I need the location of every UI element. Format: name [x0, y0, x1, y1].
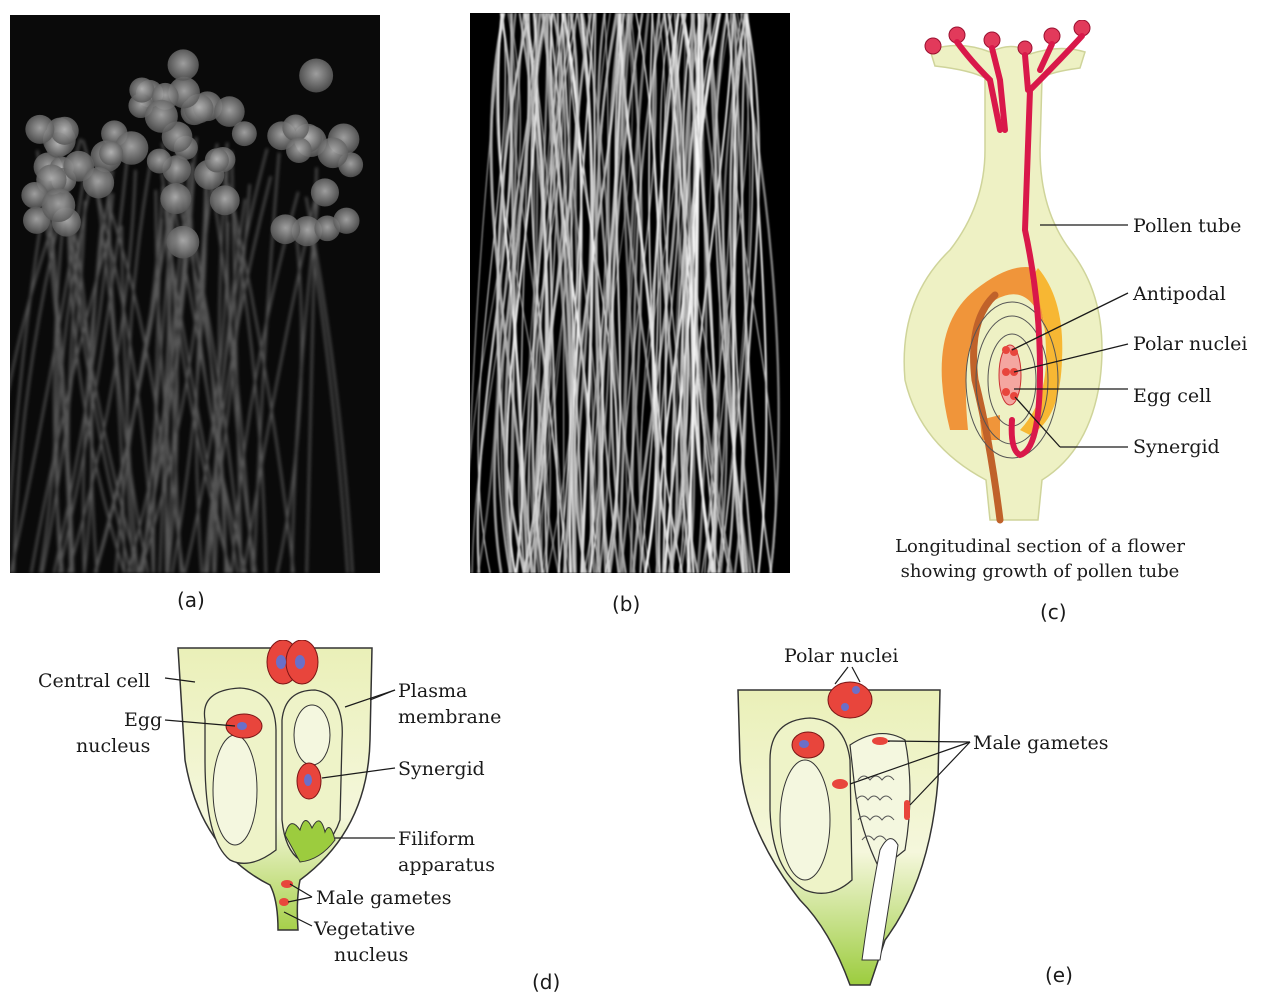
panel-label-e: (e) [1045, 963, 1073, 987]
panel-label-b: (b) [612, 592, 640, 616]
pollen-grain [51, 117, 79, 145]
pollen-grain [317, 137, 348, 168]
label-polar-nuclei-c: Polar nuclei [1133, 333, 1248, 355]
diagram-d: Central cell Egg nucleus Plasma membrane… [30, 640, 520, 970]
label-plasma-2: membrane [398, 706, 501, 728]
pollen-grain [311, 178, 339, 206]
micrograph-a [10, 15, 380, 573]
pollen-grain [160, 183, 191, 214]
pollen-grain [129, 77, 154, 102]
pollen-grain [210, 185, 240, 215]
label-vegetative-2: nucleus [334, 944, 408, 966]
label-filiform-2: apparatus [398, 854, 495, 876]
label-male-gametes-e: Male gametes [973, 732, 1109, 754]
pollen-grain [145, 100, 178, 133]
caption-c-line2: showing growth of pollen tube [901, 561, 1180, 582]
label-antipodal: Antipodal [1132, 283, 1226, 305]
label-polar-nuclei-e: Polar nuclei [784, 645, 899, 667]
micrograph-a-image [10, 15, 380, 573]
panel-label-d: (d) [532, 970, 560, 994]
panel-label-a: (a) [177, 588, 205, 612]
pollen-grain [282, 114, 309, 141]
pollen-grain [232, 121, 257, 146]
pollen-grain [168, 49, 199, 80]
label-egg-nucleus-2: nucleus [76, 735, 150, 757]
label-synergid-c: Synergid [1133, 436, 1220, 458]
label-vegetative-1: Vegetative [313, 918, 415, 940]
panel-label-c: (c) [1040, 600, 1067, 624]
diagram-e: Polar nuclei Male gametes [730, 640, 1150, 992]
caption-c-line1: Longitudinal section of a flower [895, 536, 1185, 557]
pollen-grain [333, 208, 359, 234]
pollen-grain [205, 148, 229, 172]
pollen-grain [299, 59, 333, 93]
pollen-grain [147, 149, 172, 174]
pollen-grain [286, 137, 312, 163]
label-central-cell: Central cell [38, 670, 150, 692]
pollen-grain [167, 226, 200, 259]
label-egg-nucleus-1: Egg [124, 709, 162, 731]
pollen-grain [83, 167, 114, 198]
label-plasma-1: Plasma [398, 680, 467, 702]
pollen-grain [99, 141, 123, 165]
label-synergid-d: Synergid [398, 758, 485, 780]
label-egg-cell: Egg cell [1133, 385, 1211, 407]
pollen-grain [25, 115, 54, 144]
pollen-grain [42, 188, 76, 222]
pollen-grain [271, 214, 301, 244]
micrograph-b [470, 13, 790, 573]
label-filiform-1: Filiform [398, 828, 475, 850]
label-pollen-tube: Pollen tube [1133, 215, 1241, 237]
diagram-c: Pollen tube Antipodal Polar nuclei Egg c… [860, 20, 1260, 630]
label-male-gametes-d: Male gametes [316, 887, 452, 909]
micrograph-b-image [470, 13, 790, 573]
